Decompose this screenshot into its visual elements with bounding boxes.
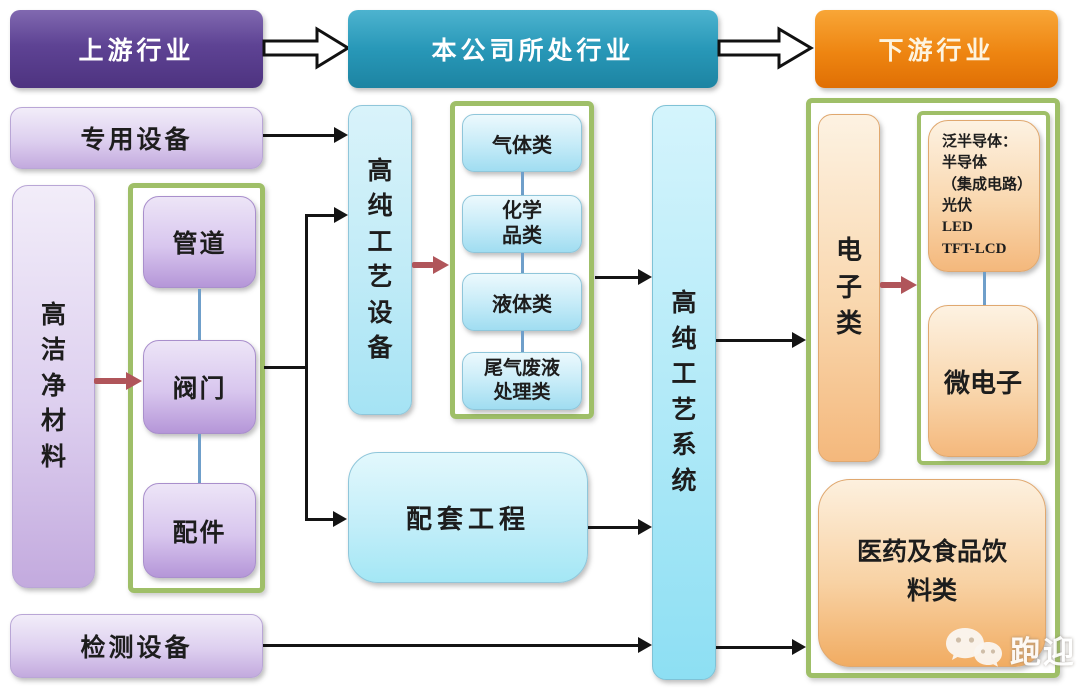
red-arrow-material-to-valve — [94, 378, 127, 384]
elbow-vertical — [305, 214, 308, 521]
red-arrow-electronics-to-semi-head — [901, 276, 917, 294]
red-arrow-equipment-to-media — [412, 262, 434, 268]
microelectronics-box: 微电子 — [928, 305, 1038, 457]
special-equipment-box: 专用设备 — [10, 107, 263, 169]
elbow-bottom-head — [333, 511, 347, 527]
pipe-valve-connector — [198, 289, 201, 341]
arrow-system-to-electronics — [716, 339, 793, 342]
watermark: 跑迎 — [944, 626, 1076, 672]
arrow-supporting-to-system — [588, 526, 639, 529]
high-clean-material-box: 高洁净材料 — [12, 185, 95, 588]
arrow-special-to-equipment-head — [334, 127, 348, 143]
high-purity-equipment-box: 高纯工艺设备 — [348, 105, 412, 415]
arrow-media-to-system-head — [638, 269, 652, 285]
pansemi-micro-connector — [983, 272, 986, 305]
company-header: 本公司所处行业 — [348, 10, 718, 88]
gas-type-box: 气体类 — [462, 114, 582, 172]
supporting-engineering-box: 配套工程 — [348, 452, 588, 583]
valve-fitting-connector — [198, 434, 201, 484]
chemical-type-box: 化学 品类 — [462, 195, 582, 253]
chemical-liquid-connector — [521, 253, 524, 274]
waste-treatment-box: 尾气废液 处理类 — [462, 352, 582, 410]
electronics-box: 电子类 — [818, 114, 880, 462]
electronics-label: 电子类 — [835, 235, 862, 339]
block-arrow-company-to-downstream-icon — [717, 26, 814, 70]
liquid-type-box: 液体类 — [462, 273, 582, 331]
arrow-special-to-equipment — [263, 134, 335, 137]
red-arrow-material-to-valve-head — [126, 372, 142, 390]
liquid-waste-connector — [521, 331, 524, 353]
high-purity-equipment-label: 高纯工艺设备 — [367, 157, 393, 363]
pharma-food-box: 医药及食品饮料类 — [818, 479, 1046, 667]
media-types-group — [450, 101, 594, 419]
arrow-media-to-system — [595, 276, 639, 279]
high-purity-system-label: 高纯工艺系统 — [671, 290, 697, 495]
elbow-top-segment — [305, 214, 335, 217]
arrow-supporting-to-system-head — [638, 519, 652, 535]
arrow-testing-to-system-head — [638, 637, 652, 653]
upstream-header: 上游行业 — [10, 10, 263, 88]
elbow-valve-branch — [264, 366, 308, 369]
pipe-box: 管道 — [143, 196, 256, 288]
red-arrow-electronics-to-semi — [880, 282, 902, 288]
downstream-group — [806, 98, 1060, 678]
gas-chemical-connector — [521, 172, 524, 196]
high-clean-material-label: 高洁净材料 — [40, 301, 66, 471]
elbow-top-head — [334, 207, 348, 223]
high-purity-system-box: 高纯工艺系统 — [652, 105, 716, 680]
downstream-header: 下游行业 — [815, 10, 1058, 88]
red-arrow-equipment-to-media-head — [433, 256, 449, 274]
block-arrow-upstream-to-company-icon — [262, 26, 351, 70]
testing-equipment-box: 检测设备 — [10, 614, 263, 678]
watermark-text: 跑迎 — [1010, 634, 1076, 670]
wechat-icon — [946, 628, 1002, 667]
valve-box: 阀门 — [143, 340, 256, 434]
pan-semiconductor-box: 泛半导体： 半导体 （集成电路） 光伏 LED TFT-LCD — [928, 120, 1040, 272]
arrow-system-to-electronics-head — [792, 332, 806, 348]
arrow-testing-to-system — [263, 644, 639, 647]
elbow-bottom-segment — [305, 518, 334, 521]
pharma-food-label: 医药及食品饮料类 — [856, 539, 1007, 605]
arrow-system-to-pharma-head — [792, 639, 806, 655]
fitting-box: 配件 — [143, 483, 256, 578]
semiconductor-group — [917, 111, 1050, 465]
arrow-system-to-pharma — [716, 646, 793, 649]
